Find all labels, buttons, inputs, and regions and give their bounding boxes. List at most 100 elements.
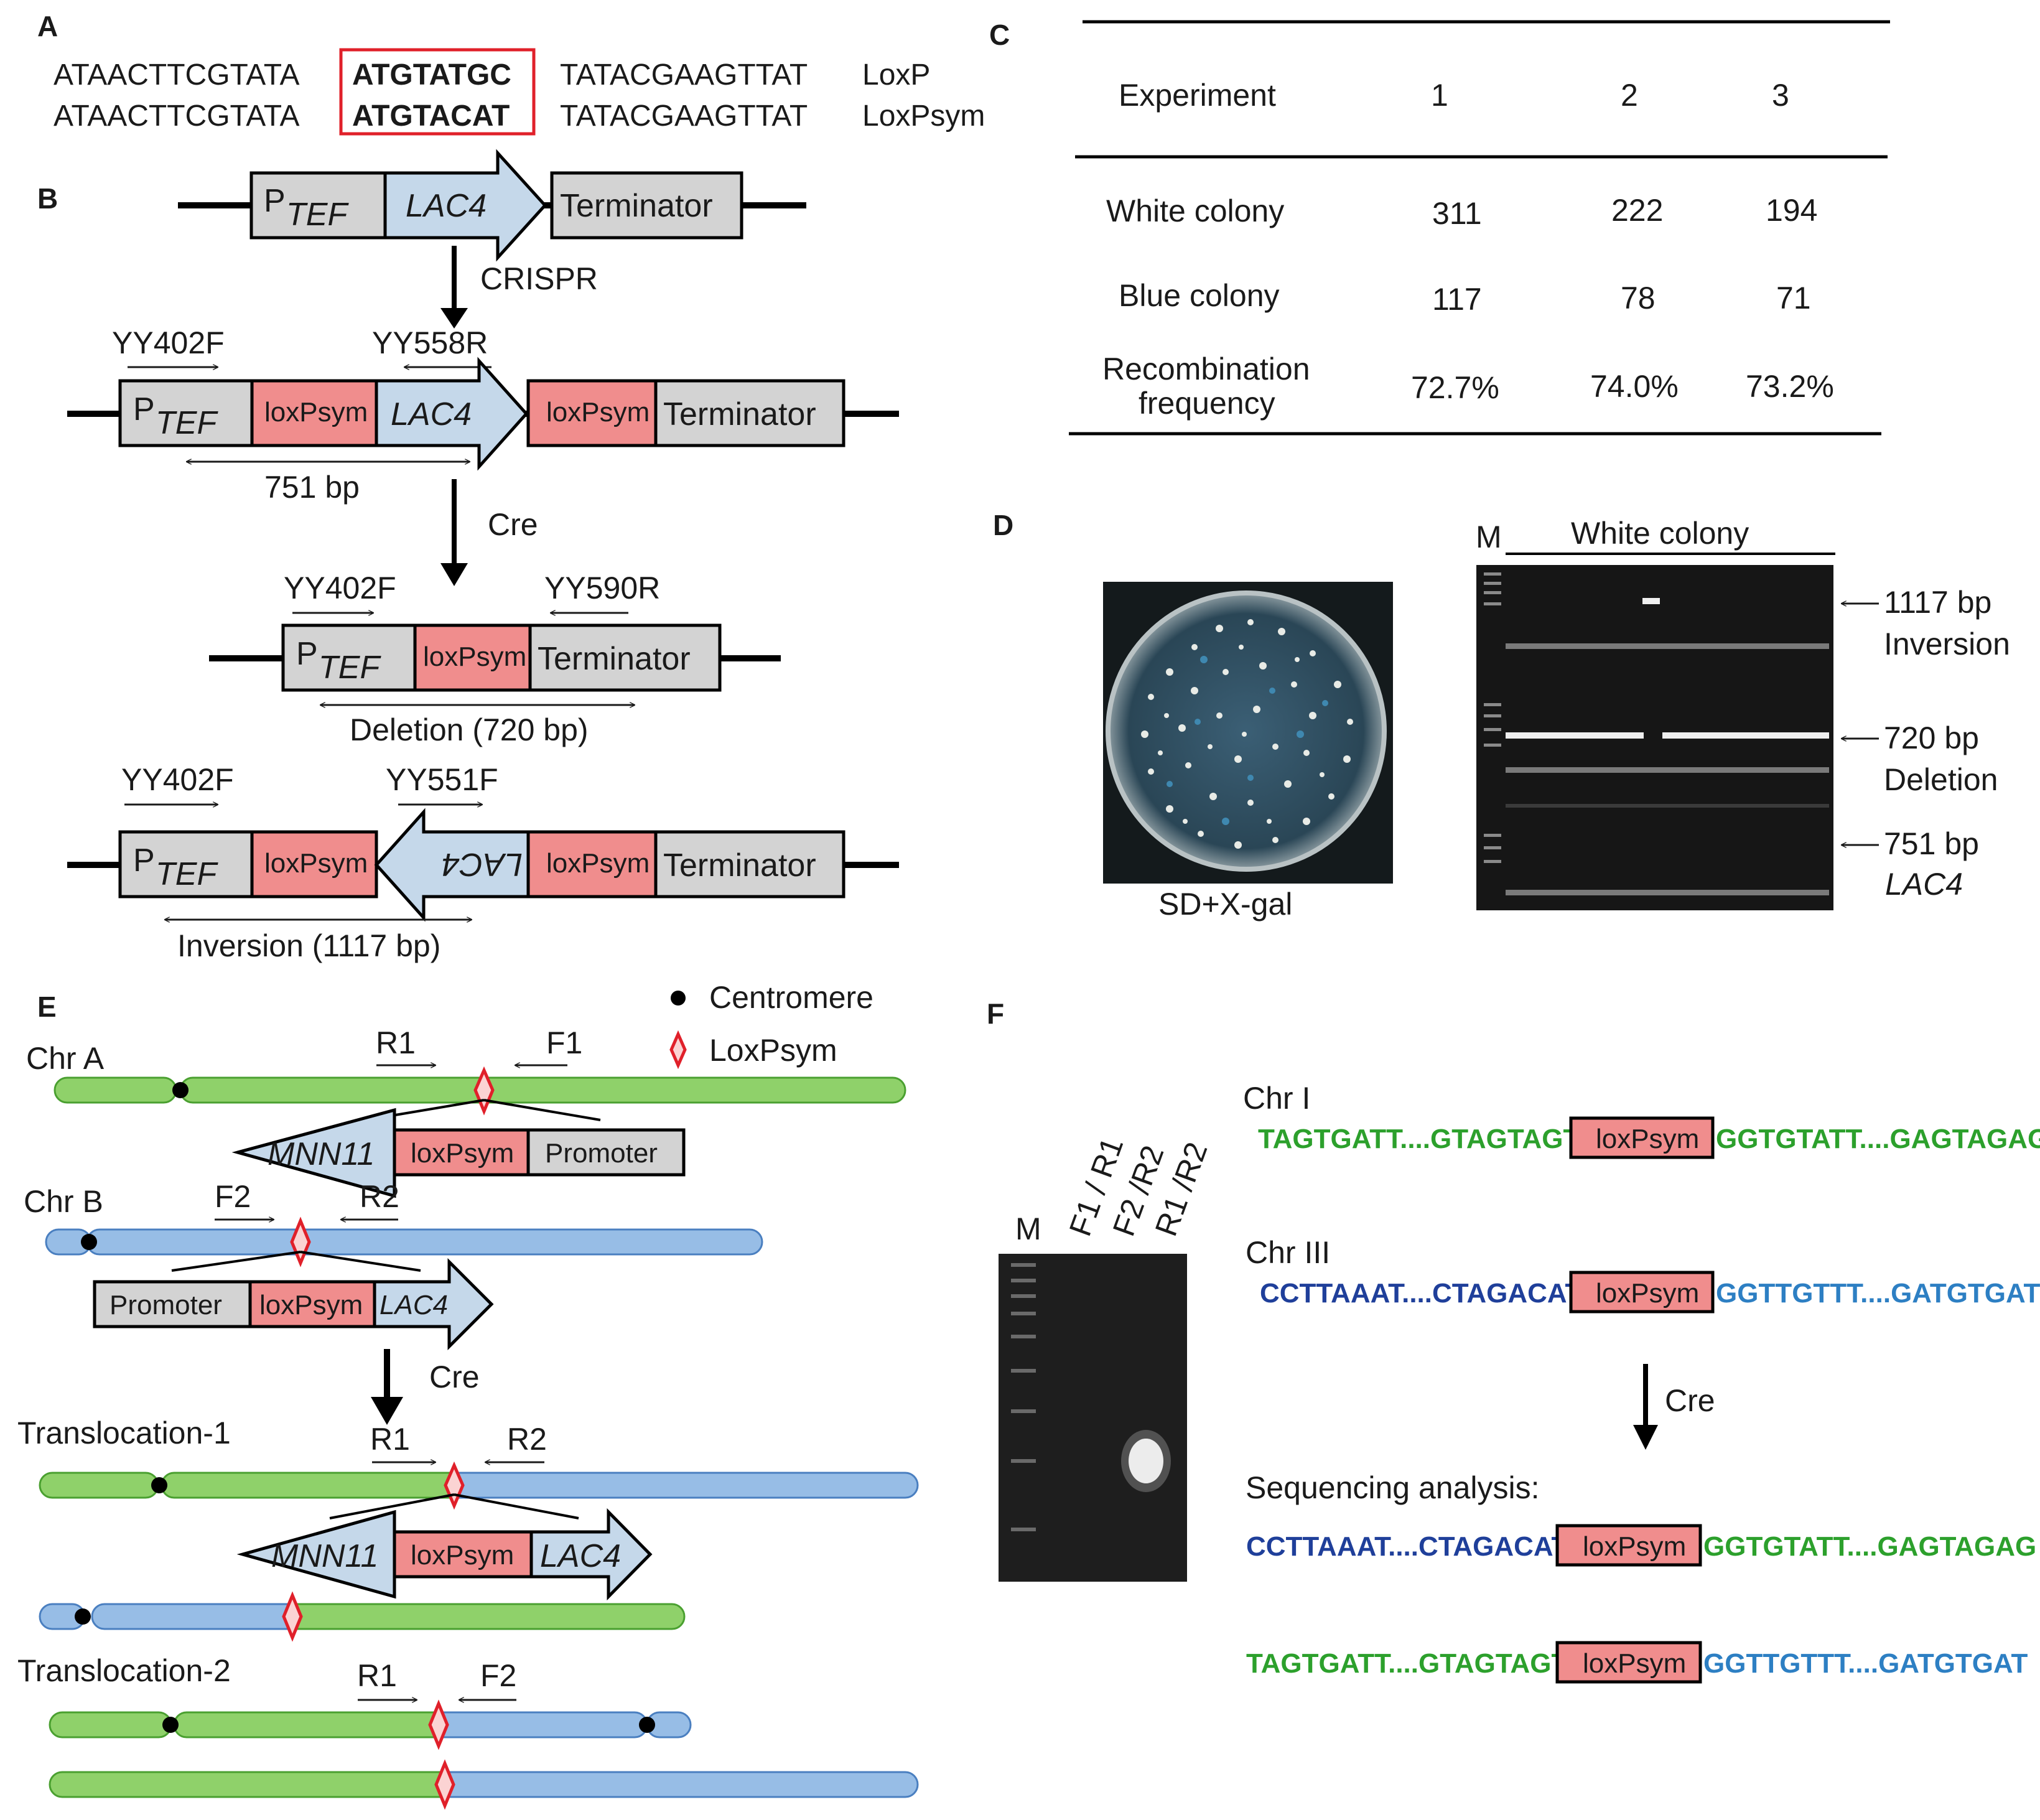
panel-label-e: E: [37, 991, 57, 1023]
loxp-left-arm: ATAACTTCGTATA: [54, 58, 300, 91]
cre-label-b: Cre: [488, 507, 538, 542]
translocation-1-cassette: MNN11 loxPsym LAC4: [236, 1508, 653, 1601]
loxpsym-5: loxPsym: [546, 848, 650, 879]
panel-e: E Centromere LoxPsym Chr A R1 F1 MNN11: [17, 980, 919, 1810]
construct-deletion: YY402F YY590R P TEF loxPsym Terminator D…: [209, 571, 781, 747]
chr-b-label: Chr B: [24, 1184, 103, 1219]
table-header-experiment: Experiment: [1119, 78, 1276, 113]
loxpsym-1: loxPsym: [264, 397, 368, 427]
primer-f2: F2: [215, 1179, 251, 1214]
size-deletion: Deletion (720 bp): [350, 712, 589, 747]
chr-a: [54, 1066, 906, 1116]
lac4-arrow: [383, 149, 547, 262]
gel-band-720: [1506, 732, 1829, 739]
gel-f-marker: M: [1015, 1211, 1041, 1246]
lac4-label-2: LAC4: [391, 396, 472, 432]
translocation-2-chr-1: [49, 1699, 692, 1750]
chr-iii-right-seq: GGTTGTTT....GATGTGAT: [1716, 1278, 2040, 1309]
cre-label-f: Cre: [1665, 1383, 1715, 1418]
plate-label: SD+X-gal: [1158, 887, 1292, 922]
chr-i-left-seq: TAGTGATT....GTAGTAGT: [1258, 1124, 1580, 1154]
primer-f1: F1: [546, 1025, 582, 1060]
size-inversion: Inversion (1117 bp): [177, 928, 440, 963]
band-720-label: 720 bp: [1884, 721, 1979, 755]
panel-label-f: F: [987, 997, 1004, 1030]
translocation-1-chr-b: [39, 1591, 686, 1642]
result-2-left-seq: TAGTGATT....GTAGTAGT: [1246, 1648, 1568, 1679]
band-inversion-label: Inversion: [1884, 627, 2010, 661]
gel-marker-label: M: [1476, 520, 1502, 554]
gel-annotations: 1117 bp Inversion 720 bp Deletion 751 bp…: [1842, 585, 2010, 902]
primer-yy558r: YY558R: [372, 325, 488, 360]
row-freq-label-2: frequency: [1139, 386, 1275, 421]
primer-f2-t2: F2: [480, 1658, 516, 1693]
gel-image: M White colony: [1476, 516, 1835, 910]
loxpsym-legend-icon: [669, 1030, 687, 1070]
construct-original: P TEF LAC4 Terminator: [178, 149, 806, 262]
loxpsym-f1: loxPsym: [1596, 1124, 1699, 1154]
loxpsym-f4: loxPsym: [1583, 1648, 1686, 1679]
white-colonies: [1141, 619, 1353, 849]
panel-label-b: B: [37, 182, 58, 215]
gel-f-image: [999, 1254, 1187, 1582]
loxpsym-2: loxPsym: [546, 397, 650, 427]
result-1-right-seq: GGTGTATT....GAGTAGAG: [1703, 1531, 2036, 1562]
primer-r1-t2: R1: [357, 1658, 397, 1693]
agar-plate-image: [1103, 582, 1393, 884]
mnn11-label-t1: MNN11: [271, 1538, 378, 1574]
row-white-label: White colony: [1106, 194, 1284, 228]
primer-yy590r: YY590R: [544, 571, 660, 605]
translocation-2-chr-2: [49, 1759, 919, 1810]
panel-d: D: [993, 509, 2010, 922]
primer-r1-a: R1: [376, 1025, 416, 1060]
chr-iii-left-seq: CCTTAAAT....CTAGACAT: [1260, 1278, 1581, 1309]
primer-r2: R2: [360, 1179, 399, 1214]
panel-label-d: D: [993, 509, 1013, 541]
panel-label-a: A: [37, 10, 58, 42]
centromere-legend-icon: [671, 991, 686, 1006]
row-freq-2: 74.0%: [1590, 369, 1679, 404]
translocation-1-chr-a: [39, 1461, 919, 1510]
loxpsym-right-arm: TATACGAAGTTAT: [560, 100, 808, 133]
ptef-sub-2: TEF: [156, 405, 218, 441]
legend-centromere: Centromere: [709, 980, 873, 1015]
row-blue-1: 117: [1432, 282, 1482, 317]
row-blue-2: 78: [1621, 281, 1656, 315]
size-751: 751 bp: [264, 470, 360, 505]
ptef-sub: TEF: [286, 197, 349, 233]
result-2-right-seq: GGTTGTTT....GATGTGAT: [1703, 1648, 2028, 1679]
panel-a: A ATAACTTCGTATA ATGTATGC TATACGAAGTTAT L…: [37, 10, 985, 136]
panel-b: B P TEF LAC4 Terminator CRISPR YY402F YY…: [37, 149, 899, 963]
chr-a-label: Chr A: [26, 1041, 105, 1076]
lac4-cassette-e: Promoter loxPsym LAC4: [93, 1258, 494, 1351]
band-deletion-label: Deletion: [1884, 762, 1998, 797]
ptef-sub-3: TEF: [319, 650, 381, 686]
mnn11-cassette: MNN11 loxPsym Promoter: [231, 1108, 686, 1198]
gel-marker-lane: [1484, 572, 1501, 863]
row-blue-label: Blue colony: [1119, 278, 1280, 313]
band-751-label: 751 bp: [1884, 826, 1979, 861]
terminator-label-4: Terminator: [663, 847, 816, 884]
sequencing-analysis-label: Sequencing analysis:: [1246, 1470, 1540, 1505]
trans1-label: Translocation-1: [17, 1416, 231, 1450]
row-freq-label-1: Recombination: [1102, 352, 1310, 386]
loxpsym-3: loxPsym: [423, 642, 526, 672]
row-white-1: 311: [1432, 196, 1482, 231]
table-header-1: 1: [1431, 78, 1448, 113]
loxp-name: LoxP: [862, 58, 930, 91]
loxpsym-e2: loxPsym: [259, 1290, 363, 1320]
legend-loxpsym: LoxPsym: [709, 1033, 837, 1068]
row-white-3: 194: [1766, 193, 1817, 228]
chr-iii-label: Chr III: [1246, 1235, 1330, 1270]
promoter-e1: Promoter: [545, 1138, 658, 1169]
result-1-left-seq: CCTTAAAT....CTAGACAT: [1246, 1531, 1568, 1562]
ptef-sub-4: TEF: [156, 856, 218, 892]
promoter-e2: Promoter: [109, 1290, 222, 1320]
lac4-label-inverted: LAC4: [442, 846, 523, 882]
gel-band-row-b: [1506, 767, 1829, 895]
primer-yy402f-3: YY402F: [121, 762, 234, 797]
ptef-box: [249, 171, 387, 240]
row-white-2: 222: [1611, 193, 1663, 228]
terminator-box: [550, 171, 743, 240]
